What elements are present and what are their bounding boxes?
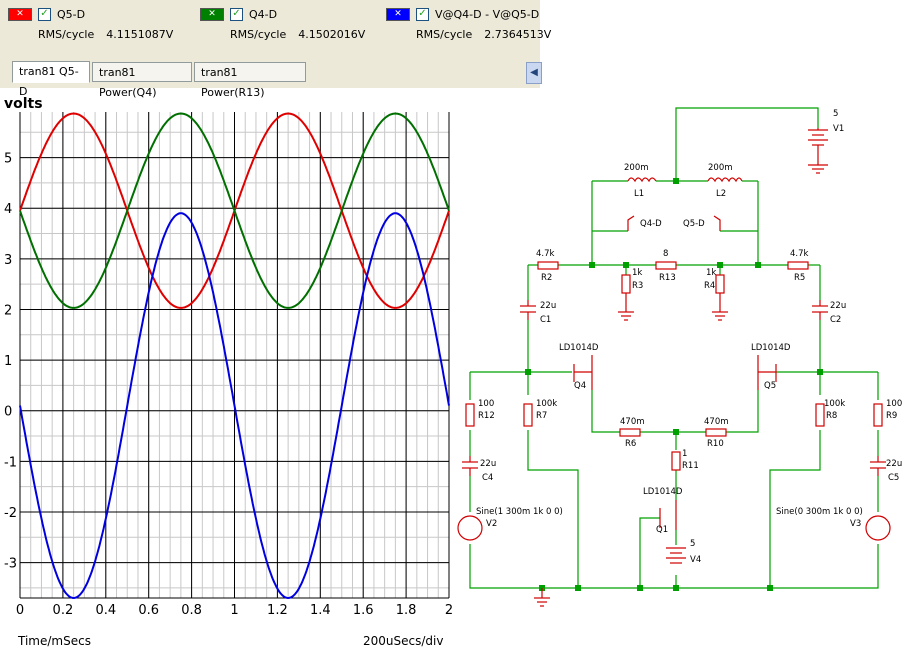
legend-item-q5d: ✕ ✓ Q5-D RMS/cycle 4.1151087V (8, 6, 174, 41)
close-icon: ✕ (394, 9, 402, 19)
y-axis-unit: volts (4, 96, 43, 112)
measure-label: RMS/cycle (38, 28, 95, 41)
tab-power-q4[interactable]: tran81 Power(Q4) (92, 62, 192, 99)
y-tick-label: 0 (4, 405, 12, 420)
legend-item-q4d: ✕ ✓ Q4-D RMS/cycle 4.1502016V (200, 6, 366, 41)
visibility-checkbox[interactable]: ✓ (38, 7, 51, 21)
y-tick-label: 1 (4, 354, 12, 369)
y-tick-label: -2 (4, 506, 17, 521)
x-tick-label: 1.6 (353, 603, 374, 618)
close-icon: ✕ (16, 9, 24, 19)
trace-q4-d (19, 112, 450, 309)
measure-label: RMS/cycle (230, 28, 287, 41)
measure-label: RMS/cycle (416, 28, 473, 41)
color-swatch[interactable]: ✕ (200, 7, 224, 21)
tab-power-r13[interactable]: tran81 Power(R13) (194, 62, 306, 99)
x-tick-label: 0.4 (95, 603, 116, 618)
y-tick-label: -3 (4, 557, 17, 572)
trace-v-q4-d-v-q5-d (19, 212, 450, 600)
visibility-checkbox[interactable]: ✓ (416, 7, 429, 21)
y-tick-label: 2 (4, 303, 12, 318)
tab-q5d[interactable]: tran81 Q5-D (12, 61, 90, 98)
close-icon: ✕ (208, 9, 216, 19)
y-tick-label: -1 (4, 455, 17, 470)
y-tick-label: 3 (4, 253, 12, 268)
x-div-label: 200uSecs/div (363, 634, 444, 648)
x-tick-label: 0.2 (53, 603, 74, 618)
x-tick-label: 1.4 (310, 603, 331, 618)
legend-name: Q4-D (249, 7, 278, 21)
plot-traces (19, 112, 450, 600)
legend-item-diff: ✕ ✓ V@Q4-D - V@Q5-D RMS/cycle 2.7364513V (386, 6, 552, 41)
plot-tick-labels: 5 4 3 2 1 0 -1 -2 -3 0 0.2 0.4 0.6 0.8 1 1.2 1.4 1.6 1.8 2 (4, 152, 453, 618)
color-swatch[interactable]: ✕ (8, 7, 32, 21)
x-tick-label: 1.2 (267, 603, 288, 618)
measure-value: 4.1502016V (298, 28, 366, 41)
plot-grid (19, 112, 450, 599)
x-tick-label: 1.8 (396, 603, 417, 618)
x-tick-label: 0.6 (138, 603, 159, 618)
x-tick-label: 2 (445, 603, 453, 618)
x-axis-label: Time/mSecs (18, 634, 91, 648)
tab-scroll-left-icon[interactable]: ◀ (526, 62, 542, 84)
x-tick-label: 0.8 (181, 603, 202, 618)
x-tick-label: 1 (230, 603, 238, 618)
measure-value: 2.7364513V (484, 28, 552, 41)
color-swatch[interactable]: ✕ (386, 7, 410, 21)
x-tick-label: 0 (16, 603, 24, 618)
measure-value: 4.1151087V (106, 28, 174, 41)
tab-bar: tran81 Q5-D tran81 Power(Q4) tran81 Powe… (0, 60, 540, 99)
y-tick-label: 4 (4, 202, 12, 217)
y-tick-label: 5 (4, 152, 12, 167)
legend-name: V@Q4-D - V@Q5-D (435, 7, 540, 21)
legend-name: Q5-D (57, 7, 86, 21)
visibility-checkbox[interactable]: ✓ (230, 7, 243, 21)
